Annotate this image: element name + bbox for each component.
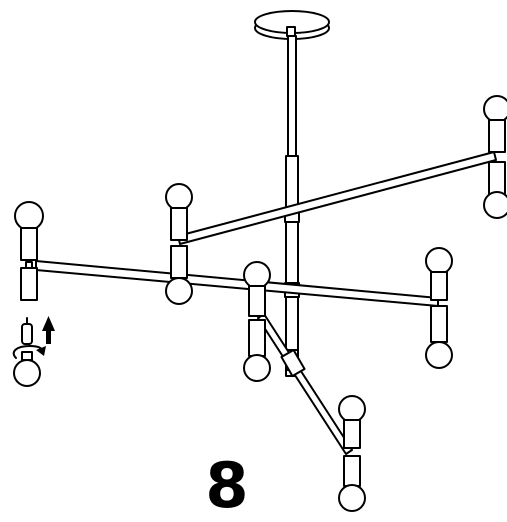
lower-arm: [257, 313, 353, 455]
rotate-arrow-icon: [12, 344, 46, 359]
bulb-lower-left-top: [243, 261, 271, 317]
upper-arm: [177, 151, 497, 245]
bulb-upper-right-top: [483, 95, 507, 153]
socket-sleeve-icon: [21, 317, 33, 345]
bulb-lower-end-bottom: [338, 455, 366, 512]
bulb-lower-end-top: [338, 395, 366, 449]
up-arrow-icon: [42, 316, 55, 344]
bulb-icon: [13, 351, 41, 387]
middle-arm: [35, 260, 439, 307]
bulb-lower-left-bottom: [243, 319, 271, 382]
step-number: 8: [205, 449, 249, 522]
bulb-middle-right-top: [425, 247, 453, 301]
ceiling-canopy-icon: [254, 10, 330, 40]
bulb-upper-left-top: [165, 183, 193, 241]
bulb-upper-left-bottom: [165, 245, 193, 305]
bulb-middle-right-bottom: [425, 305, 453, 369]
bulb-upper-right-bottom: [483, 161, 507, 219]
socket-left-bottom: [20, 261, 38, 301]
bulb-left-top: [14, 201, 44, 261]
